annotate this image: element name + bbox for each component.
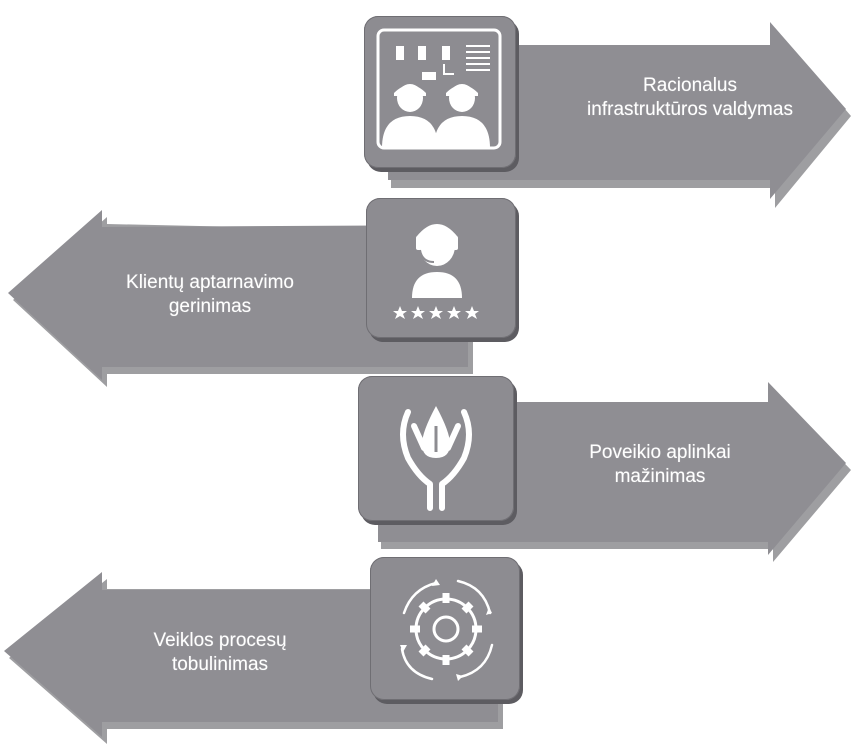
arrow-2-shape bbox=[8, 210, 473, 387]
arrow-1-label-line-1: Racionalus bbox=[643, 75, 737, 96]
arrow-4-label-line-1: Veiklos procesų bbox=[153, 630, 287, 651]
arrow-1-label: Racionalus infrastruktūros valdymas bbox=[540, 74, 840, 122]
hands-water-drop-icon bbox=[400, 406, 472, 511]
arrow-2-label-line-1: Klientų aptarnavimo bbox=[126, 272, 294, 293]
arrow-3-label: Poveikio aplinkai mažinimas bbox=[530, 441, 790, 489]
meeting-people-icon bbox=[376, 28, 502, 150]
arrow-4-label-line-2: tobulinimas bbox=[171, 654, 269, 675]
arrow-4-label: Veiklos procesų tobulinimas bbox=[100, 629, 340, 677]
arrow-2-label: Klientų aptarnavimo gerinimas bbox=[80, 271, 340, 319]
customer-service-rating-icon bbox=[393, 224, 479, 319]
arrow-2-label-line-2: gerinimas bbox=[168, 296, 252, 317]
arrow-1-label-line-2: infrastruktūros valdymas bbox=[587, 99, 793, 120]
arrow-3-label-line-2: mažinimas bbox=[614, 466, 706, 487]
gear-cycle-icon bbox=[400, 579, 494, 681]
arrow-3-label-line-1: Poveikio aplinkai bbox=[589, 442, 731, 463]
arrow-4-icon-tile bbox=[370, 557, 520, 700]
arrow-2-icon-tile bbox=[366, 198, 516, 338]
arrow-3-icon-tile bbox=[358, 376, 514, 521]
arrow-1-icon-tile bbox=[364, 16, 516, 168]
